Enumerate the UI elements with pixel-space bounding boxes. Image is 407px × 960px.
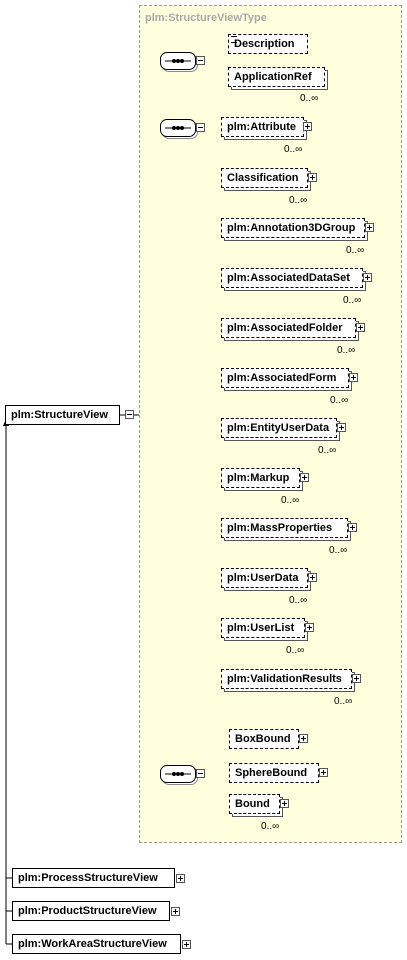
- derived-process-structure-view[interactable]: plm:ProcessStructureView: [12, 868, 175, 888]
- element-label: ApplicationRef: [234, 71, 312, 83]
- sequence-icon: [165, 59, 191, 63]
- expand-icon[interactable]: [348, 523, 357, 532]
- element-label: plm:ValidationResults: [227, 673, 342, 685]
- element-label: plm:WorkAreaStructureView: [18, 938, 167, 950]
- cardinality-label: 0..∞: [330, 395, 349, 406]
- collapse-icon[interactable]: [125, 410, 134, 419]
- sequence-icon: [165, 772, 191, 776]
- element-associated-folder[interactable]: plm:AssociatedFolder: [221, 318, 356, 338]
- element-label: Classification: [227, 172, 299, 184]
- expand-icon[interactable]: [299, 734, 308, 743]
- sequence-compositor-1[interactable]: [160, 52, 196, 70]
- expand-icon[interactable]: [319, 768, 328, 777]
- element-label: Bound: [235, 798, 270, 810]
- cardinality-label: 0..∞: [329, 545, 348, 556]
- cardinality-label: 0..∞: [261, 821, 280, 832]
- element-label: plm:AssociatedDataSet: [227, 272, 350, 284]
- cardinality-label: 0..∞: [284, 144, 303, 155]
- expand-icon[interactable]: [349, 373, 358, 382]
- element-label: plm:UserData: [227, 572, 299, 584]
- type-title: plm:StructureViewType: [145, 12, 267, 24]
- expand-icon[interactable]: [280, 799, 289, 808]
- cardinality-label: 0..∞: [337, 345, 356, 356]
- element-entity-user-data[interactable]: plm:EntityUserData: [221, 418, 337, 438]
- cardinality-label: 0..∞: [289, 595, 308, 606]
- expand-icon[interactable]: [171, 907, 180, 916]
- expand-icon[interactable]: [356, 323, 365, 332]
- element-label: plm:EntityUserData: [227, 422, 330, 434]
- expand-icon[interactable]: [300, 473, 309, 482]
- element-label: Description: [234, 38, 295, 50]
- cardinality-label: 0..∞: [286, 645, 305, 656]
- expand-icon[interactable]: [182, 940, 191, 949]
- sequence-compositor-3[interactable]: [160, 765, 196, 783]
- element-label: plm:Attribute: [227, 121, 297, 133]
- cardinality-label: 0..∞: [343, 295, 362, 306]
- element-user-list[interactable]: plm:UserList: [221, 618, 305, 638]
- cardinality-label: 0..∞: [346, 245, 365, 256]
- element-validation-results[interactable]: plm:ValidationResults: [221, 669, 352, 689]
- element-description[interactable]: Description: [228, 34, 308, 54]
- element-box-bound[interactable]: BoxBound: [229, 729, 299, 749]
- element-label: plm:Markup: [227, 472, 290, 484]
- collapse-icon[interactable]: [196, 769, 205, 778]
- collapse-icon[interactable]: [196, 123, 205, 132]
- expand-icon[interactable]: [308, 173, 317, 182]
- element-label: plm:AssociatedForm: [227, 372, 337, 384]
- element-associated-form[interactable]: plm:AssociatedForm: [221, 368, 349, 388]
- element-associated-data-set[interactable]: plm:AssociatedDataSet: [221, 268, 363, 288]
- expand-icon[interactable]: [365, 223, 374, 232]
- sequence-icon: [165, 126, 191, 130]
- expand-icon[interactable]: [303, 122, 312, 131]
- element-label: plm:AssociatedFolder: [227, 322, 343, 334]
- cardinality-label: 0..∞: [300, 93, 319, 104]
- root-element-structure-view[interactable]: plm:StructureView: [5, 405, 120, 425]
- root-element-label: plm:StructureView: [11, 409, 108, 421]
- expand-icon[interactable]: [363, 273, 372, 282]
- element-label: plm:ProcessStructureView: [18, 872, 158, 884]
- element-sphere-bound[interactable]: SphereBound: [229, 763, 319, 783]
- cardinality-label: 0..∞: [318, 445, 337, 456]
- element-label: plm:Annotation3DGroup: [227, 222, 356, 234]
- cardinality-label: 0..∞: [334, 696, 353, 707]
- element-label: plm:ProductStructureView: [18, 905, 157, 917]
- expand-icon[interactable]: [352, 674, 361, 683]
- element-mass-properties[interactable]: plm:MassProperties: [221, 518, 348, 538]
- element-label: plm:MassProperties: [227, 522, 333, 534]
- expand-icon[interactable]: [337, 423, 346, 432]
- derived-work-area-structure-view[interactable]: plm:WorkAreaStructureView: [12, 934, 181, 954]
- element-application-ref[interactable]: ApplicationRef: [228, 67, 325, 87]
- element-annotation3dgroup[interactable]: plm:Annotation3DGroup: [221, 218, 365, 238]
- element-markup[interactable]: plm:Markup: [221, 468, 300, 488]
- derived-product-structure-view[interactable]: plm:ProductStructureView: [12, 901, 170, 921]
- cardinality-label: 0..∞: [281, 495, 300, 506]
- expand-icon[interactable]: [308, 573, 317, 582]
- element-label: plm:UserList: [227, 622, 295, 634]
- element-bound[interactable]: Bound: [229, 794, 280, 814]
- cardinality-label: 0..∞: [289, 195, 308, 206]
- connector-stub: [120, 414, 125, 416]
- expand-icon[interactable]: [176, 874, 185, 883]
- element-user-data[interactable]: plm:UserData: [221, 568, 308, 588]
- expand-icon[interactable]: [305, 623, 314, 632]
- collapse-icon[interactable]: [196, 56, 205, 65]
- element-classification[interactable]: Classification: [221, 168, 308, 188]
- element-label: BoxBound: [235, 733, 291, 745]
- element-attribute[interactable]: plm:Attribute: [221, 117, 304, 137]
- sequence-compositor-2[interactable]: [160, 119, 196, 137]
- element-label: SphereBound: [235, 767, 308, 779]
